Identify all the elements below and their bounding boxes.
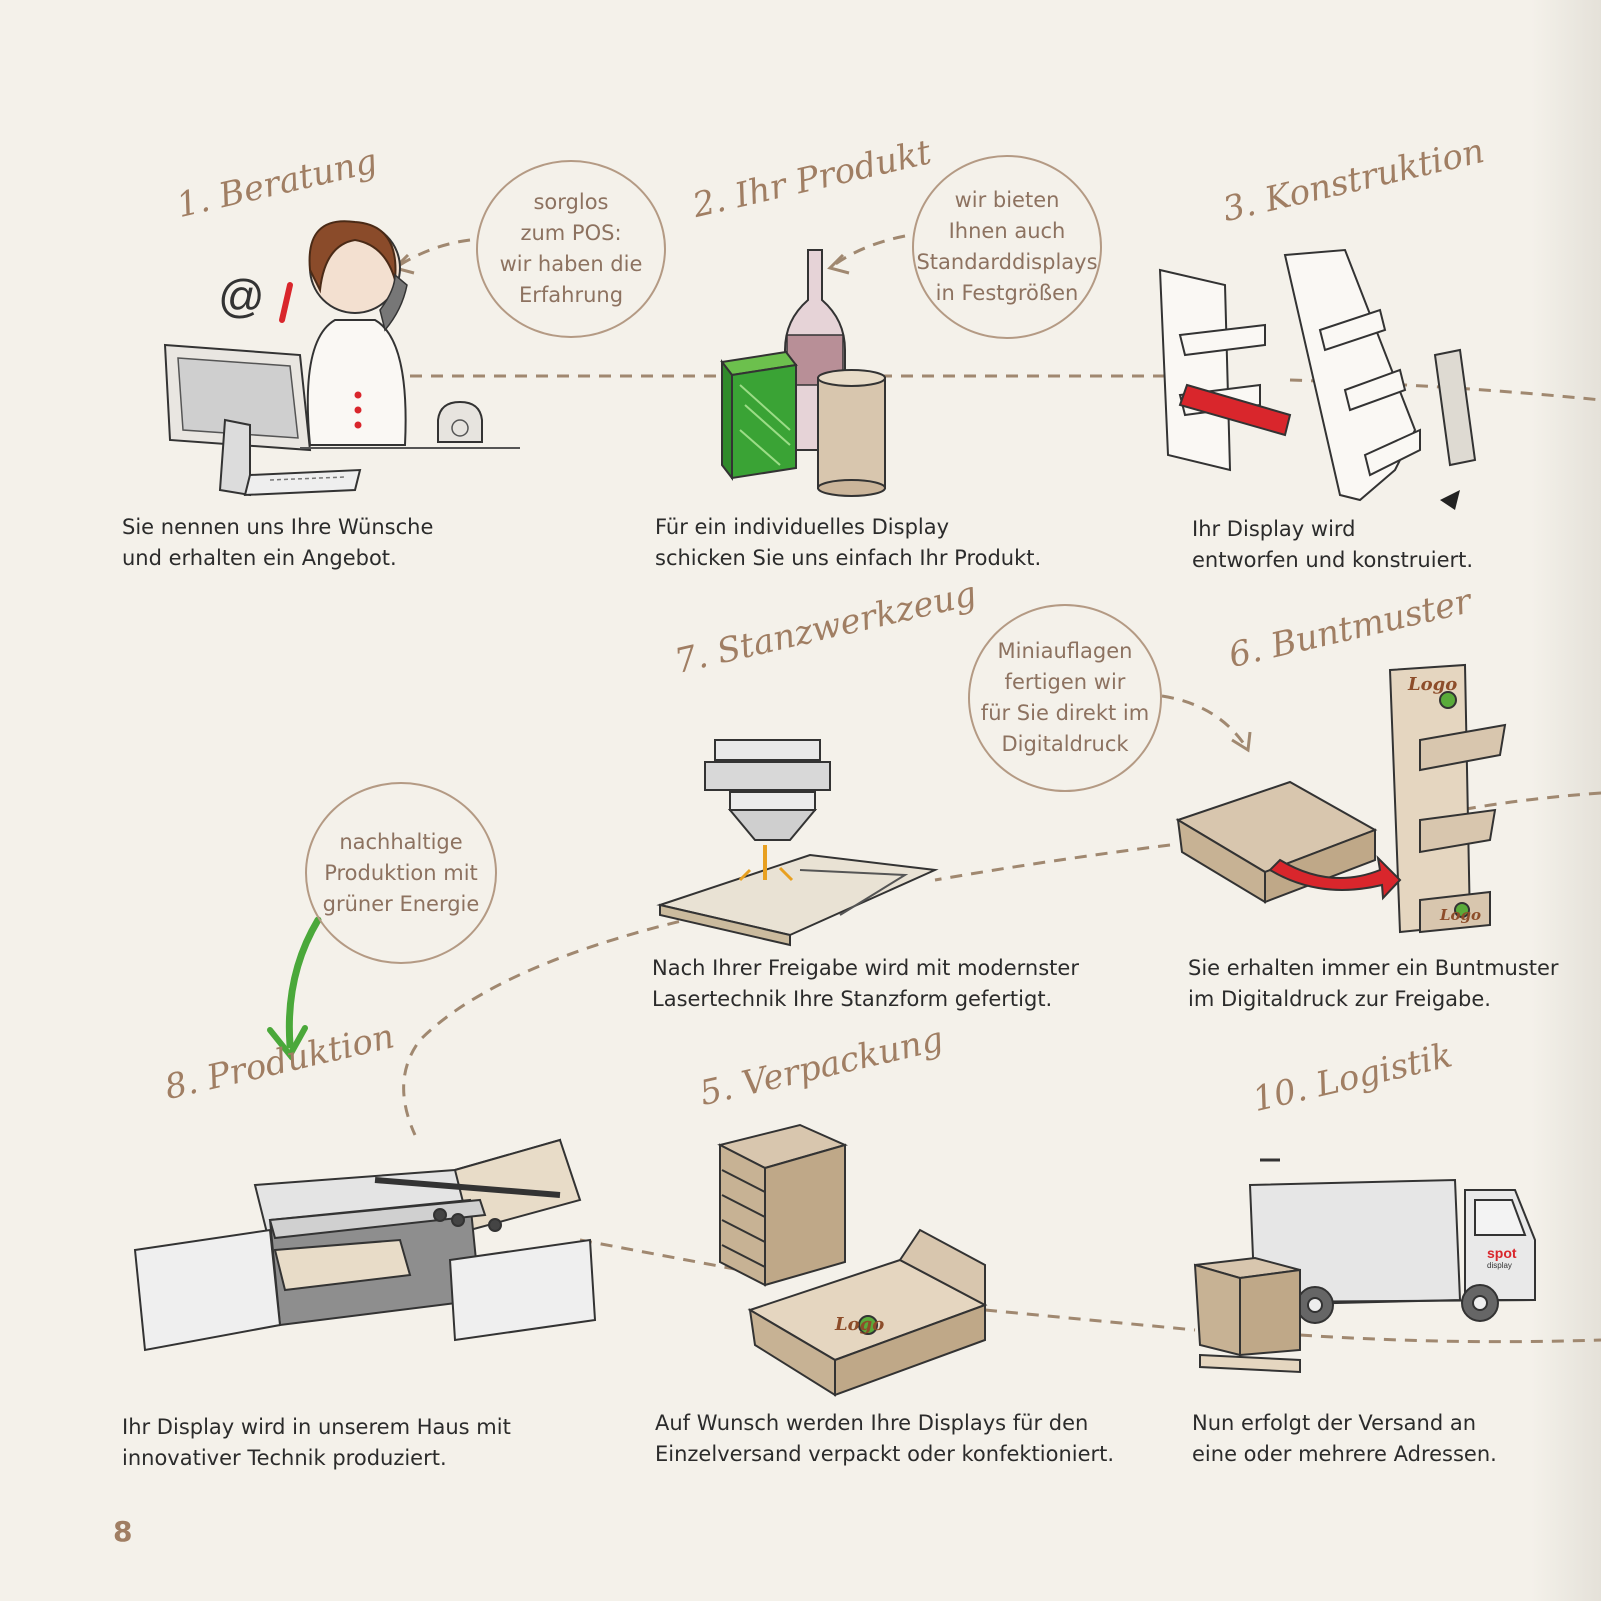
product-illustration <box>720 249 886 497</box>
caption-line: Auf Wunsch werden Ihre Displays für den <box>655 1411 1089 1435</box>
step-caption-konstruktion: Ihr Display wird entworfen und konstruie… <box>1192 514 1473 576</box>
caption-line: und erhalten ein Angebot. <box>122 546 397 570</box>
info-bubble-digitaldruck: Miniauflagen fertigen wir für Sie direkt… <box>968 604 1162 792</box>
consulting-illustration: @ <box>163 220 520 497</box>
page-number: 8 <box>113 1515 133 1548</box>
caption-line: Nun erfolgt der Versand an <box>1192 1411 1477 1435</box>
caption-line: Ihr Display wird in unserem Haus mit <box>122 1415 511 1439</box>
step-caption-logistik: Nun erfolgt der Versand an eine oder meh… <box>1192 1408 1497 1470</box>
production-machine-illustration <box>133 1138 597 1352</box>
caption-line: innovativer Technik produziert. <box>122 1446 447 1470</box>
caption-line: Einzelversand verpackt oder konfektionie… <box>655 1442 1115 1466</box>
caption-line: schicken Sie uns einfach Ihr Produkt. <box>655 546 1042 570</box>
laser-cutting-illustration <box>656 739 939 947</box>
bubble-line: Miniauflagen <box>997 639 1133 663</box>
bubble-line: fertigen wir <box>1004 670 1126 694</box>
logistics-truck-illustration <box>1193 1158 1536 1374</box>
bubble-line: zum POS: <box>520 221 622 245</box>
green-arrowhead-icon <box>267 1025 308 1061</box>
bubble-line: Produktion mit <box>324 860 478 885</box>
bubble-line: Standarddisplays <box>916 250 1098 274</box>
page-edge-shadow <box>1531 0 1601 1601</box>
caption-line: eine oder mehrere Adressen. <box>1192 1442 1497 1466</box>
step-caption-stanzwerkzeug: Nach Ihrer Freigabe wird mit modernster … <box>652 953 1079 1015</box>
rotate-arrow-icon <box>1440 490 1460 510</box>
caption-line: Nach Ihrer Freigabe wird mit modernster <box>652 956 1079 980</box>
logo-label: Logo <box>1439 906 1481 924</box>
caption-line: Sie erhalten immer ein Buntmuster <box>1188 956 1559 980</box>
at-sign-icon: @ <box>218 270 265 322</box>
step-caption-ihr-produkt: Für ein individuelles Display schicken S… <box>655 512 1041 574</box>
bubble-line: grüner Energie <box>322 891 480 916</box>
step-caption-beratung: Sie nennen uns Ihre Wünsche und erhalten… <box>122 512 433 574</box>
caption-line: Für ein individuelles Display <box>655 515 950 539</box>
logo-label: Logo <box>834 1314 884 1335</box>
caption-line: im Digitaldruck zur Freigabe. <box>1188 987 1491 1011</box>
info-bubble-gruene-energie: nachhaltige Produktion mit grüner Energi… <box>305 782 497 964</box>
info-bubble-erfahrung: sorglos zum POS: wir haben die Erfahrung <box>476 160 666 338</box>
logo-label: Logo <box>1407 674 1457 695</box>
caption-line: Sie nennen uns Ihre Wünsche <box>122 515 434 539</box>
packaging-illustration <box>717 1123 988 1397</box>
truck-brand-logo: spot <box>1487 1245 1517 1261</box>
green-arrow-icon <box>285 916 322 1049</box>
info-bubble-standarddisplays: wir bieten Ihnen auch Standarddisplays i… <box>912 155 1102 339</box>
bubble-line: wir haben die <box>499 252 643 276</box>
step-caption-produktion: Ihr Display wird in unserem Haus mit inn… <box>122 1412 511 1474</box>
bubble-line: Ihnen auch <box>948 219 1066 243</box>
bubble-line: Digitaldruck <box>1001 732 1129 756</box>
bubble-line: nachhaltige <box>339 829 463 854</box>
color-sample-illustration <box>1175 663 1507 934</box>
bubble-line: sorglos <box>533 190 609 214</box>
step-caption-buntmuster: Sie erhalten immer ein Buntmuster im Dig… <box>1188 953 1559 1015</box>
caption-line: Lasertechnik Ihre Stanzform gefertigt. <box>652 987 1053 1011</box>
caption-line: entworfen und konstruiert. <box>1192 548 1474 572</box>
step-caption-verpackung: Auf Wunsch werden Ihre Displays für den … <box>655 1408 1114 1470</box>
caption-line: Ihr Display wird <box>1192 517 1356 541</box>
truck-brand-sub: display <box>1487 1261 1512 1270</box>
construction-illustration <box>1158 248 1477 502</box>
bubble-line: in Festgrößen <box>935 281 1079 305</box>
bubble-line: wir bieten <box>954 188 1060 212</box>
bubble-line: für Sie direkt im <box>980 701 1150 725</box>
bubble-line: Erfahrung <box>518 283 624 307</box>
